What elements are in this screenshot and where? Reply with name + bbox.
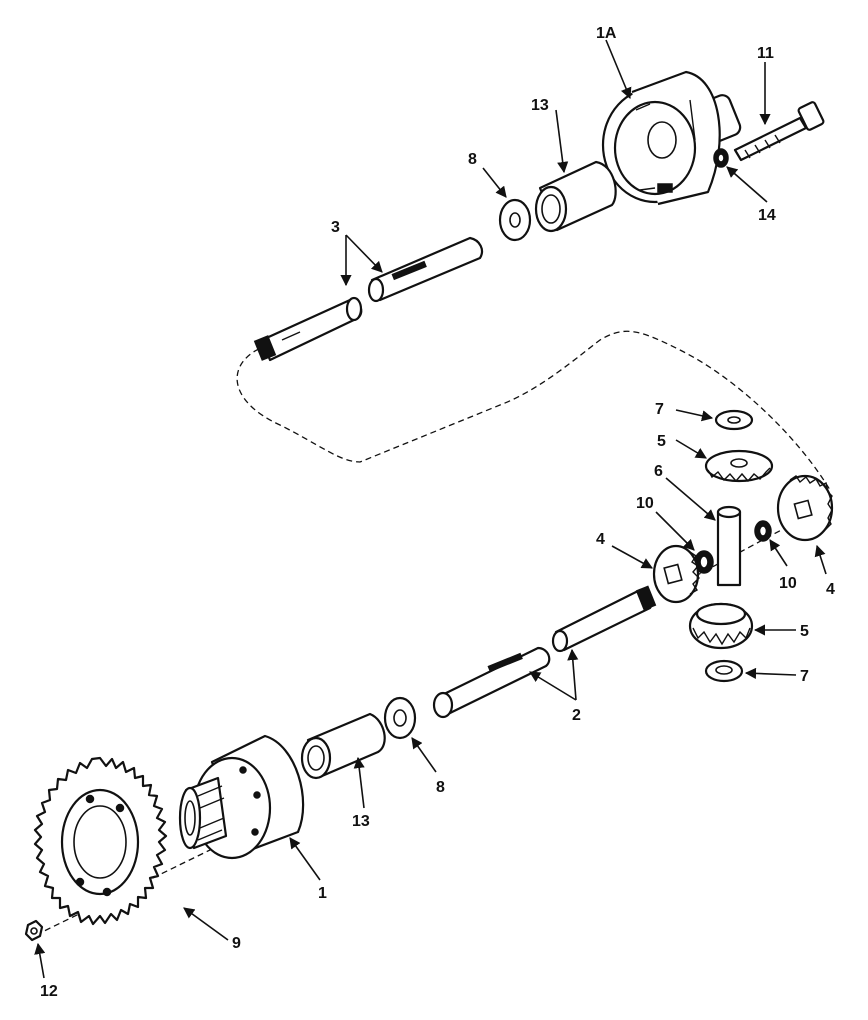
callout-1a: 1A [596, 25, 617, 42]
callout-9: 9 [232, 935, 241, 952]
shaft-3 [253, 236, 484, 362]
callout-11: 11 [757, 45, 774, 62]
side-gear-5-top [704, 449, 774, 483]
shaft-axis-dashed [659, 519, 801, 596]
washer-14 [713, 148, 729, 168]
washer-10-left [694, 550, 714, 574]
nut-12 [24, 919, 44, 942]
sprocket-axis-dashed [35, 849, 211, 936]
callout-8-top: 8 [468, 151, 477, 168]
washer-8-bottom [383, 696, 417, 740]
side-gear-5-bottom [688, 602, 754, 650]
bolt-11 [733, 101, 825, 162]
callout-5-top: 5 [657, 433, 666, 450]
assembly-dashed-path [236, 330, 831, 491]
housing-1a [601, 70, 742, 206]
shaft-2 [432, 585, 657, 719]
pinion-gear-4-right [776, 474, 834, 542]
callout-10-left: 10 [636, 495, 654, 512]
pinion-gear-4-left [652, 544, 700, 604]
callout-8-bottom: 8 [436, 779, 445, 796]
callout-3: 3 [331, 219, 340, 236]
bushing-13-bottom [300, 712, 386, 780]
callout-5-bottom: 5 [800, 623, 809, 640]
sprocket-9 [33, 756, 168, 926]
callout-labels: 1A 11 13 8 14 3 7 5 6 10 4 10 4 5 7 2 8 … [40, 25, 835, 1000]
callout-2: 2 [572, 707, 581, 724]
callout-14: 14 [758, 207, 776, 224]
callout-13-bottom: 13 [352, 813, 370, 830]
callout-7-top: 7 [655, 401, 664, 418]
callout-13-top: 13 [531, 97, 549, 114]
pin-6 [716, 505, 742, 587]
callout-1: 1 [318, 885, 327, 902]
callout-10-right: 10 [779, 575, 797, 592]
washer-7-bottom [704, 659, 744, 683]
callout-7-bottom: 7 [800, 668, 809, 685]
bushing-13-top [534, 160, 617, 233]
callout-4-right: 4 [826, 581, 835, 598]
washer-8-top [498, 198, 532, 242]
washer-7-top [714, 409, 754, 431]
callout-6: 6 [654, 463, 663, 480]
leader-lines [34, 39, 827, 979]
washer-10-right [754, 520, 772, 542]
callout-12: 12 [40, 983, 58, 1000]
callout-4-left: 4 [596, 531, 605, 548]
housing-1 [178, 734, 305, 860]
